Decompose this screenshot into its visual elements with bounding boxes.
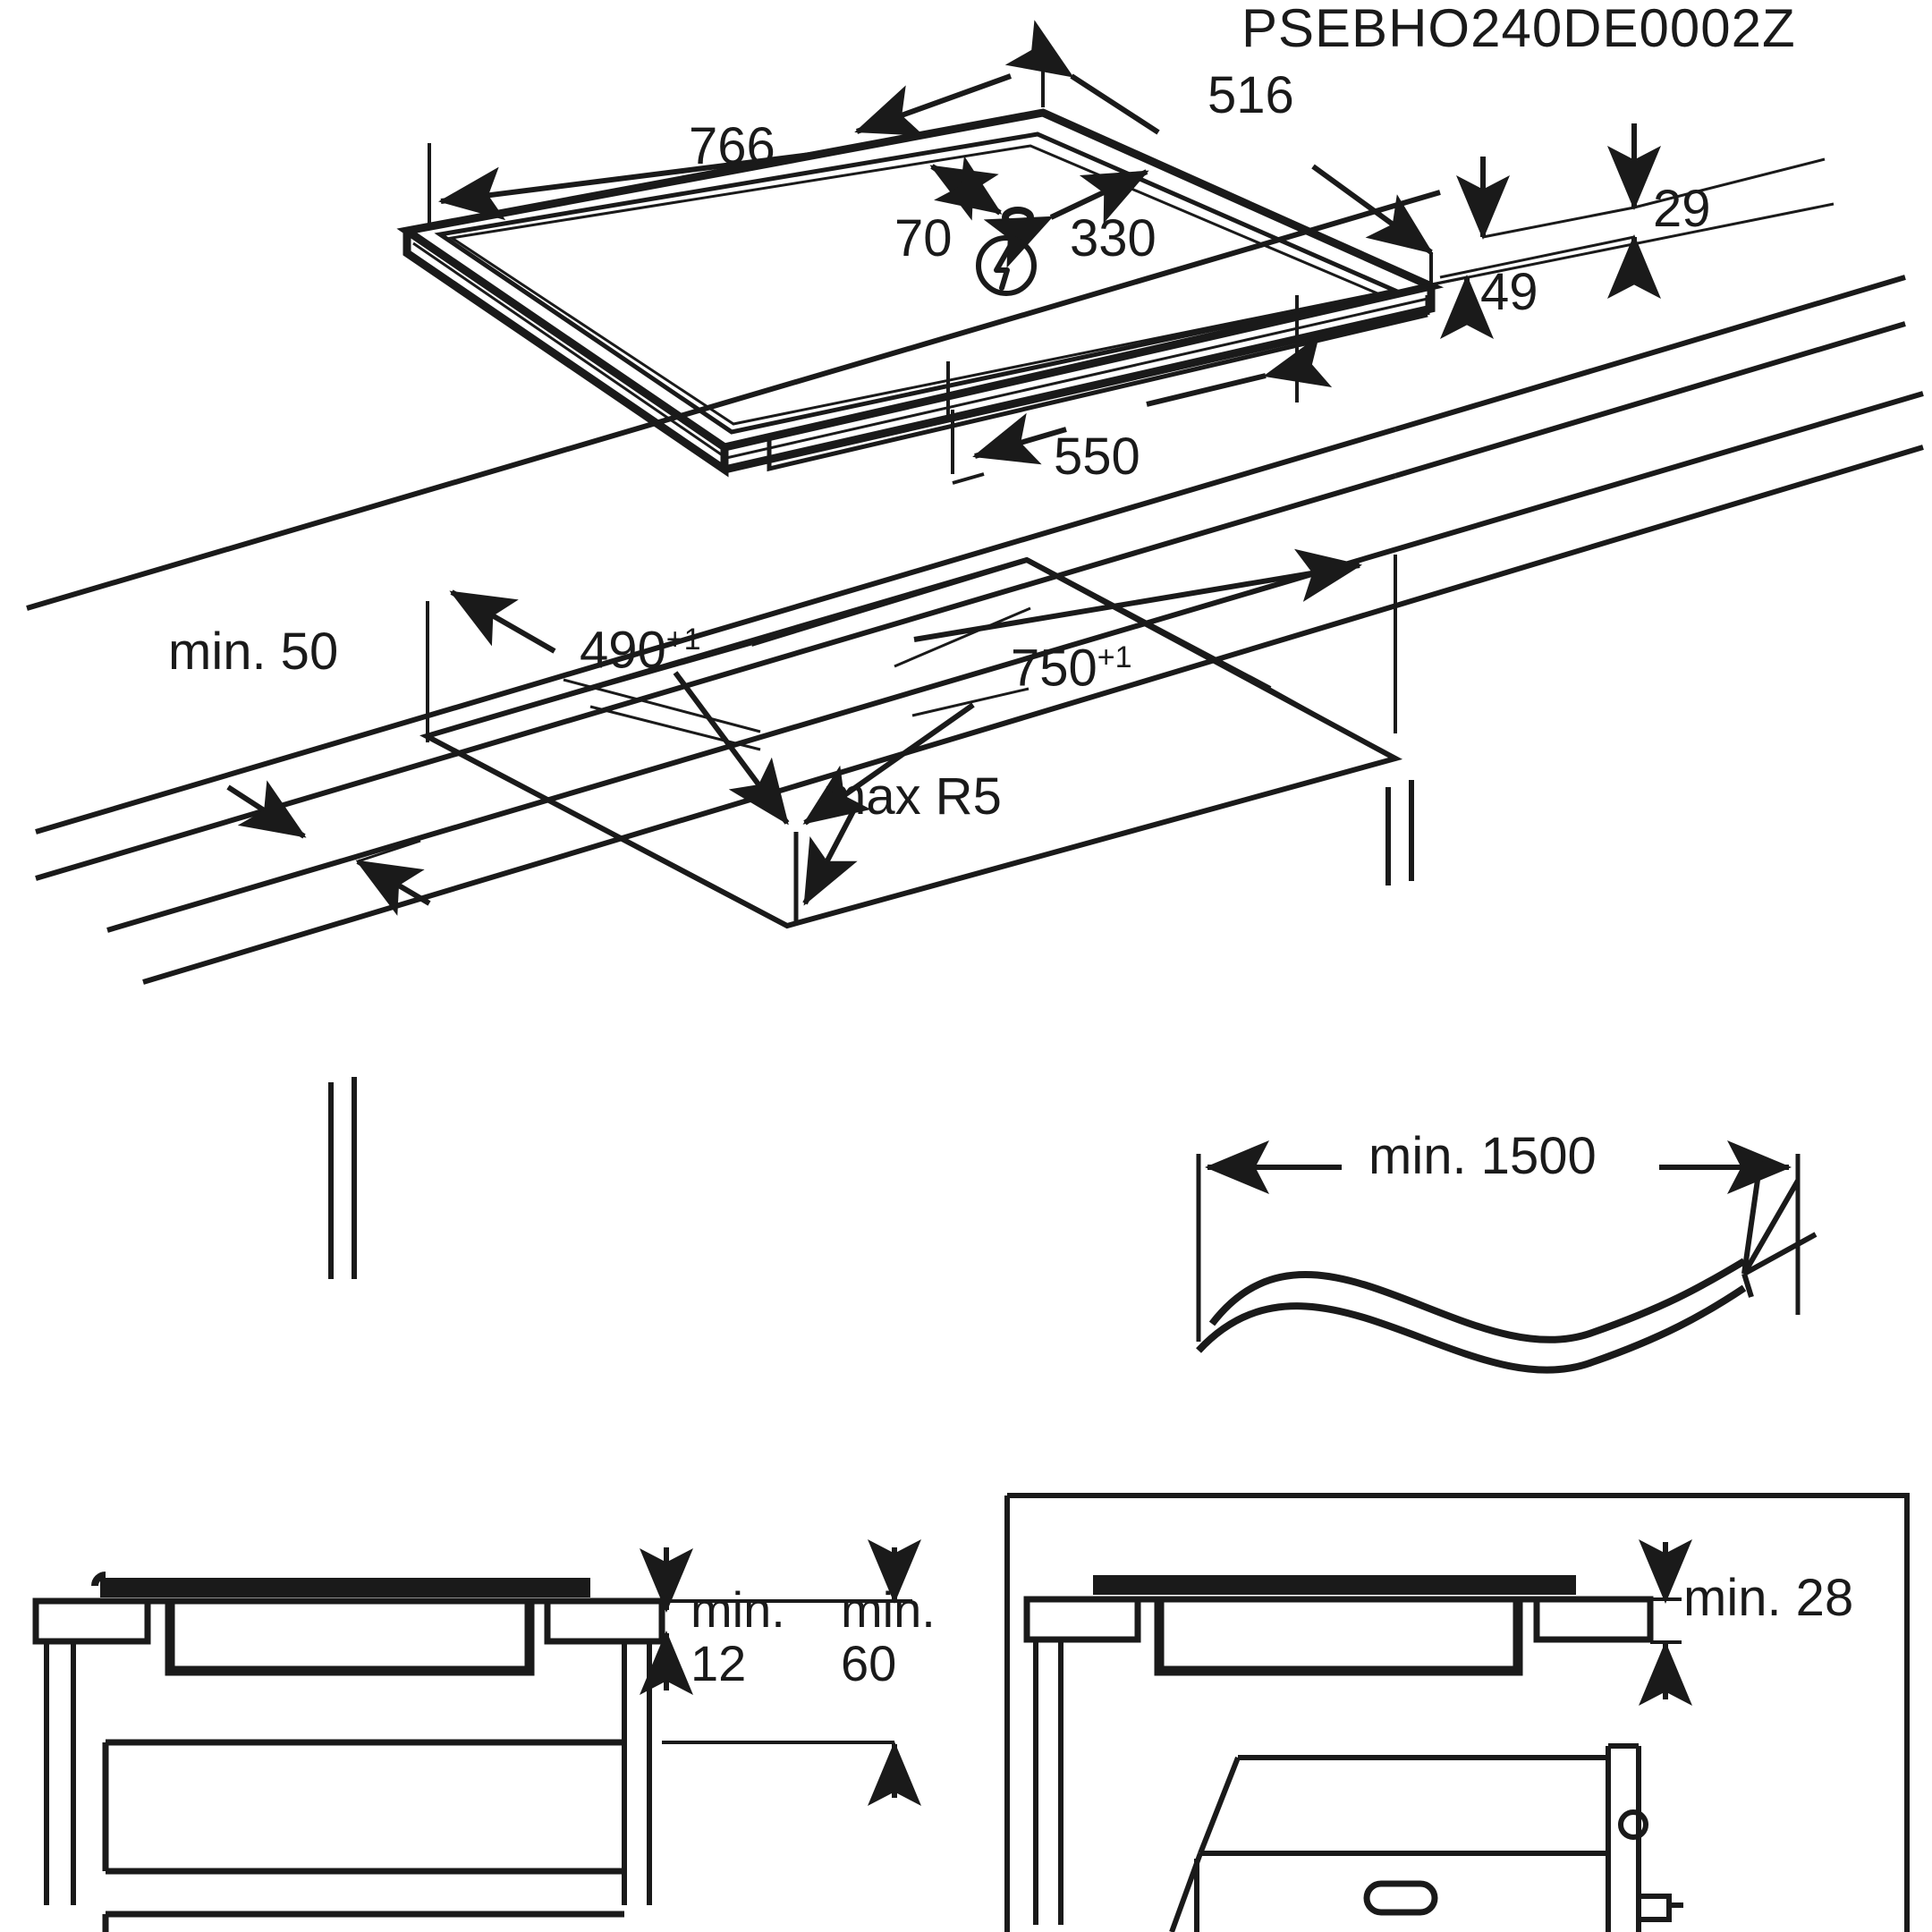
dim-550-leaders xyxy=(946,295,1299,420)
dim-tolerance-cutout-width: +1 xyxy=(1097,640,1132,674)
cutout-rim-lines xyxy=(426,557,1396,760)
hob-isometric-body xyxy=(396,108,1445,478)
cable-diagram xyxy=(1196,1140,1818,1374)
dim-29 xyxy=(1456,123,1826,240)
dim-label-connection-offset-b: 330 xyxy=(1070,209,1157,267)
section-right-frame xyxy=(1004,1493,1910,1932)
dim-label-frame-height: 29 xyxy=(1653,180,1711,238)
dim-min-50 xyxy=(226,780,431,916)
dim-label-cutout-width: 750+1 xyxy=(1011,642,1132,694)
dim-min-28 xyxy=(1639,1539,1692,1706)
dim-49 xyxy=(1280,202,1835,339)
dim-label-body-height: 49 xyxy=(1480,263,1538,321)
dim-70 xyxy=(929,156,1003,221)
dim-490 xyxy=(426,589,790,826)
dim-label-hob-depth: 516 xyxy=(1208,66,1294,124)
section-right-hob xyxy=(1023,1575,1683,1932)
dim-label-cabinet-clearance: min. 60 xyxy=(841,1581,936,1692)
dim-750 xyxy=(802,548,1397,826)
electrical-connection-lightning-icon xyxy=(975,234,1038,297)
dim-label-cable-length: min. 1500 xyxy=(1368,1127,1597,1185)
dim-516 xyxy=(1004,20,1434,288)
dim-766 xyxy=(428,40,1045,224)
dim-label-connection-offset-a: 70 xyxy=(894,209,953,267)
dim-label-cutout-depth: 490+1 xyxy=(580,624,701,676)
dim-550 xyxy=(951,333,1333,485)
dim-min-12-60 xyxy=(640,1539,921,1806)
dim-330 xyxy=(983,169,1149,268)
dim-label-min60-line1: min. xyxy=(841,1581,936,1638)
dim-label-min12-line1: min. xyxy=(691,1581,785,1638)
dim-label-min60-line2: 60 xyxy=(841,1635,897,1692)
dim-value-cutout-depth: 490 xyxy=(580,621,666,680)
worktop-cutout-outline xyxy=(419,556,1403,929)
section-left-hob xyxy=(32,1572,665,1932)
dim-label-worktop-thickness-clearance: min. 12 xyxy=(691,1581,785,1692)
dim-value-cutout-width: 750 xyxy=(1011,639,1097,698)
dim-tolerance-cutout-depth: +1 xyxy=(665,623,701,657)
dim-label-wall-clearance: min. 50 xyxy=(168,623,339,681)
connection-hole xyxy=(1002,207,1034,228)
dim-max-R5 xyxy=(793,808,858,921)
dim-label-body-width: 550 xyxy=(1054,428,1140,486)
dim-label-hob-width: 766 xyxy=(689,117,775,175)
dim-label-min12-line2: 12 xyxy=(691,1635,747,1692)
drawing-code: PSEBHO240DE0002Z xyxy=(1241,0,1796,58)
worktop-surface xyxy=(26,190,1924,1279)
dim-label-oven-clearance: min. 28 xyxy=(1683,1569,1854,1627)
dim-label-corner-radius: max R5 xyxy=(823,767,1002,826)
